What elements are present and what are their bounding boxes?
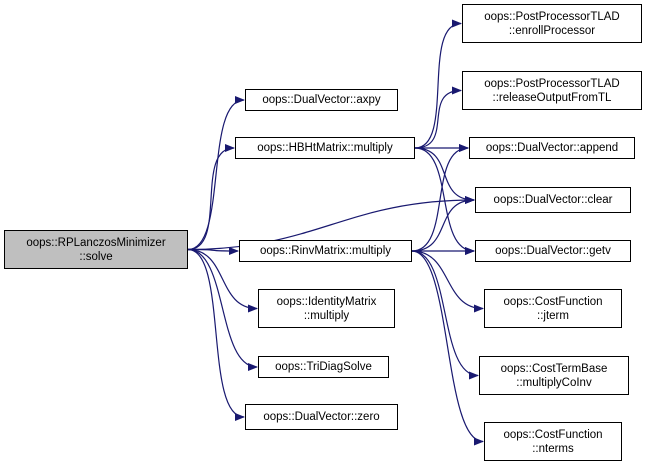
node-dualvector-getv[interactable]: oops::DualVector::getv [475,240,631,262]
edge-root-to-zero [187,248,245,421]
node-costfunction-nterms[interactable]: oops::CostFunction ::nterms [484,422,622,461]
edge-rinv-to-append [411,144,469,252]
node-tridiagsolve[interactable]: oops::TriDiagSolve [258,356,389,378]
edge-rinv-to-nterms [411,250,484,446]
node-label-line: oops::IdentityMatrix [276,295,377,308]
node-rinvmatrix-multiply[interactable]: oops::RinvMatrix::multiply [239,240,412,262]
node-label-line: ::jterm [537,309,569,322]
edge-root-to-rinv [187,246,239,255]
node-postprocessortlad-releaseoutputfromtl[interactable]: oops::PostProcessorTLAD ::releaseOutputF… [462,71,642,110]
node-label-line: ::multiply [303,309,350,322]
edge-root-to-axpy [187,96,245,251]
edge-hbht-to-enroll [414,19,462,149]
node-label-line: oops::HBHtMatrix::multiply [257,142,393,154]
node-label-line: oops::DualVector::append [485,142,619,154]
node-label-line: oops::CostFunction [503,428,603,441]
node-label-line: oops::RinvMatrix::multiply [259,245,391,257]
node-postprocessortlad-enrollprocessor[interactable]: oops::PostProcessorTLAD ::enrollProcesso… [462,4,642,43]
edge-root-to-hbht [187,144,235,251]
node-label-line: oops::RPLanczosMinimizer [26,236,166,249]
node-costtermbase-multiplycoinv[interactable]: oops::CostTermBase ::multiplyCoInv [479,356,629,395]
node-dualvector-append[interactable]: oops::DualVector::append [469,137,635,159]
node-label-line: ::releaseOutputFromTL [492,91,612,104]
node-label-line: ::multiplyCoInv [516,376,592,389]
node-label-line: ::nterms [532,442,574,455]
node-label-line: oops::DualVector::clear [493,194,613,206]
edge-rinv-to-multiplyCoInv [411,250,479,380]
node-label-line: oops::DualVector::zero [263,411,380,423]
edge-hbht-to-release [414,86,462,149]
node-label-line: oops::DualVector::axpy [262,94,381,106]
node-label-line: ::solve [79,250,113,263]
node-label-line: oops::TriDiagSolve [275,361,372,373]
node-rplanczos-solve[interactable]: oops::RPLanczosMinimizer ::solve [4,230,188,269]
node-label-line: oops::CostFunction [503,295,603,308]
node-label-line: oops::CostTermBase [500,362,608,375]
edge-root-to-tridiag [187,248,258,371]
node-label-line: oops::PostProcessorTLAD [484,10,620,23]
edge-rinv-to-clear [411,196,475,252]
node-dualvector-axpy[interactable]: oops::DualVector::axpy [245,89,398,111]
edge-root-to-identity [187,248,258,313]
node-dualvector-clear[interactable]: oops::DualVector::clear [475,187,631,213]
node-label-line: ::enrollProcessor [508,24,596,37]
node-hbhtmatrix-multiply[interactable]: oops::HBHtMatrix::multiply [235,137,415,159]
node-label-line: oops::PostProcessorTLAD [484,77,620,90]
edge-hbht-to-getv [414,147,475,255]
node-costfunction-jterm[interactable]: oops::CostFunction ::jterm [484,289,622,328]
edge-rinv-to-jterm [411,250,484,313]
node-identitymatrix-multiply[interactable]: oops::IdentityMatrix ::multiply [258,289,395,328]
node-dualvector-zero[interactable]: oops::DualVector::zero [245,404,398,430]
node-label-line: oops::DualVector::getv [495,245,611,257]
